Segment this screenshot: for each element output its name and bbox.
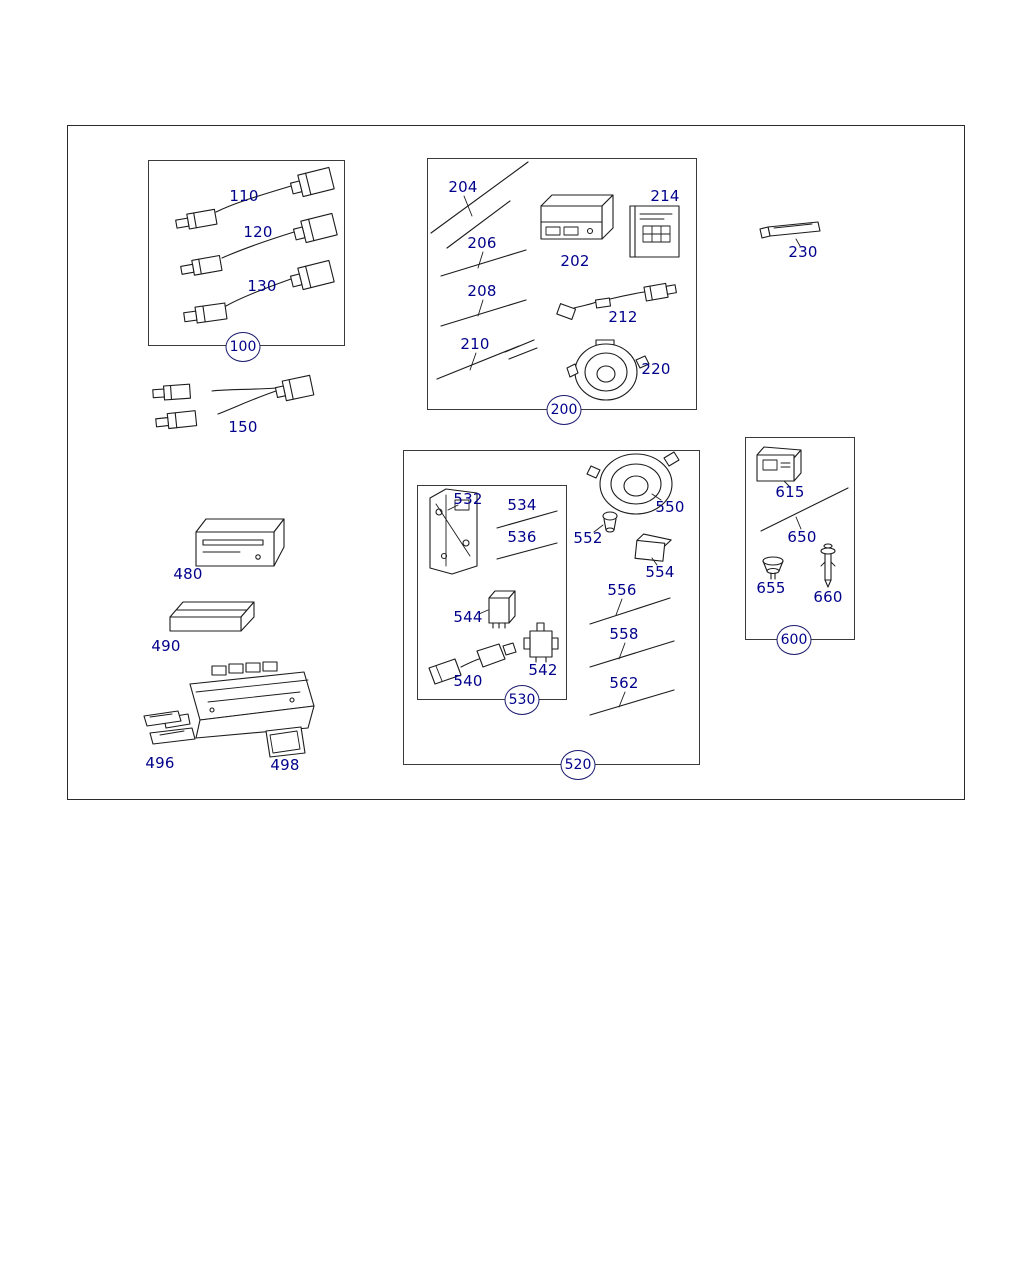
adapter-542-drawing bbox=[523, 622, 559, 663]
part-label-558: 558 bbox=[609, 625, 639, 643]
speaker-550-drawing bbox=[586, 451, 680, 515]
card-498-drawing bbox=[265, 726, 306, 758]
cable-130-drawing bbox=[183, 259, 335, 324]
part-label-552: 552 bbox=[573, 529, 603, 547]
relay-544-drawing bbox=[478, 590, 516, 629]
part-label-206: 206 bbox=[467, 234, 497, 252]
cable-540-drawing bbox=[428, 642, 517, 685]
part-label-110: 110 bbox=[229, 187, 259, 205]
part-label-120: 120 bbox=[243, 223, 273, 241]
part-label-202: 202 bbox=[560, 252, 590, 270]
part-label-490: 490 bbox=[151, 637, 181, 655]
group-badge-100-label: 100 bbox=[229, 339, 257, 355]
bracket-496-drawing bbox=[143, 710, 196, 745]
device-480-drawing bbox=[195, 518, 285, 567]
amplifier-drawing bbox=[163, 661, 315, 739]
part-label-534: 534 bbox=[507, 496, 537, 514]
group-badge-600-label: 600 bbox=[780, 632, 808, 648]
case-490-drawing bbox=[169, 601, 255, 632]
part-label-532: 532 bbox=[453, 490, 483, 508]
y-cable-150-drawing bbox=[152, 374, 315, 430]
grommet-655-drawing bbox=[762, 556, 784, 580]
wire-650-drawing bbox=[760, 487, 849, 532]
antenna-wires-drawing bbox=[430, 161, 538, 380]
diagram-frame bbox=[67, 125, 965, 800]
group-badge-530: 530 bbox=[504, 685, 540, 715]
part-label-542: 542 bbox=[528, 661, 558, 679]
speaker-220-drawing bbox=[566, 339, 650, 401]
cable-110-drawing bbox=[175, 166, 335, 230]
cable-120-drawing bbox=[180, 212, 338, 276]
group-box-530 bbox=[417, 485, 567, 700]
module-554-drawing bbox=[634, 533, 672, 566]
clip-552-drawing bbox=[593, 511, 618, 533]
group-badge-200-label: 200 bbox=[550, 402, 578, 418]
part-label-496: 496 bbox=[145, 754, 175, 772]
module-202-drawing bbox=[540, 194, 614, 240]
part-label-220: 220 bbox=[641, 360, 671, 378]
part-label-660: 660 bbox=[813, 588, 843, 606]
module-615-drawing bbox=[756, 446, 802, 487]
group-badge-100: 100 bbox=[225, 332, 261, 362]
part-label-212: 212 bbox=[608, 308, 638, 326]
part-label-230: 230 bbox=[788, 243, 818, 261]
part-label-540: 540 bbox=[453, 672, 483, 690]
part-label-655: 655 bbox=[756, 579, 786, 597]
part-label-554: 554 bbox=[645, 563, 675, 581]
group-badge-600: 600 bbox=[776, 625, 812, 655]
plate-532-drawing bbox=[429, 488, 478, 575]
part-label-130: 130 bbox=[247, 277, 277, 295]
part-label-550: 550 bbox=[655, 498, 685, 516]
stick-230-drawing bbox=[759, 221, 821, 247]
part-label-208: 208 bbox=[467, 282, 497, 300]
part-label-536: 536 bbox=[507, 528, 537, 546]
part-label-544: 544 bbox=[453, 608, 483, 626]
group-badge-520-label: 520 bbox=[564, 757, 592, 773]
part-label-498: 498 bbox=[270, 756, 300, 774]
cable-212-drawing bbox=[556, 282, 677, 320]
group-badge-530-label: 530 bbox=[508, 692, 536, 708]
part-label-480: 480 bbox=[173, 565, 203, 583]
part-label-214: 214 bbox=[650, 187, 680, 205]
part-label-562: 562 bbox=[609, 674, 639, 692]
booklet-214-drawing bbox=[629, 205, 680, 258]
group-box-520 bbox=[403, 450, 700, 765]
group-badge-520: 520 bbox=[560, 750, 596, 780]
group-badge-200: 200 bbox=[546, 395, 582, 425]
wires-556-562-drawing bbox=[589, 597, 675, 716]
part-label-556: 556 bbox=[607, 581, 637, 599]
part-label-650: 650 bbox=[787, 528, 817, 546]
part-label-204: 204 bbox=[448, 178, 478, 196]
part-label-210: 210 bbox=[460, 335, 490, 353]
wires-534-536-drawing bbox=[496, 510, 558, 560]
part-label-615: 615 bbox=[775, 483, 805, 501]
rivet-660-drawing bbox=[820, 543, 836, 588]
part-label-150: 150 bbox=[228, 418, 258, 436]
